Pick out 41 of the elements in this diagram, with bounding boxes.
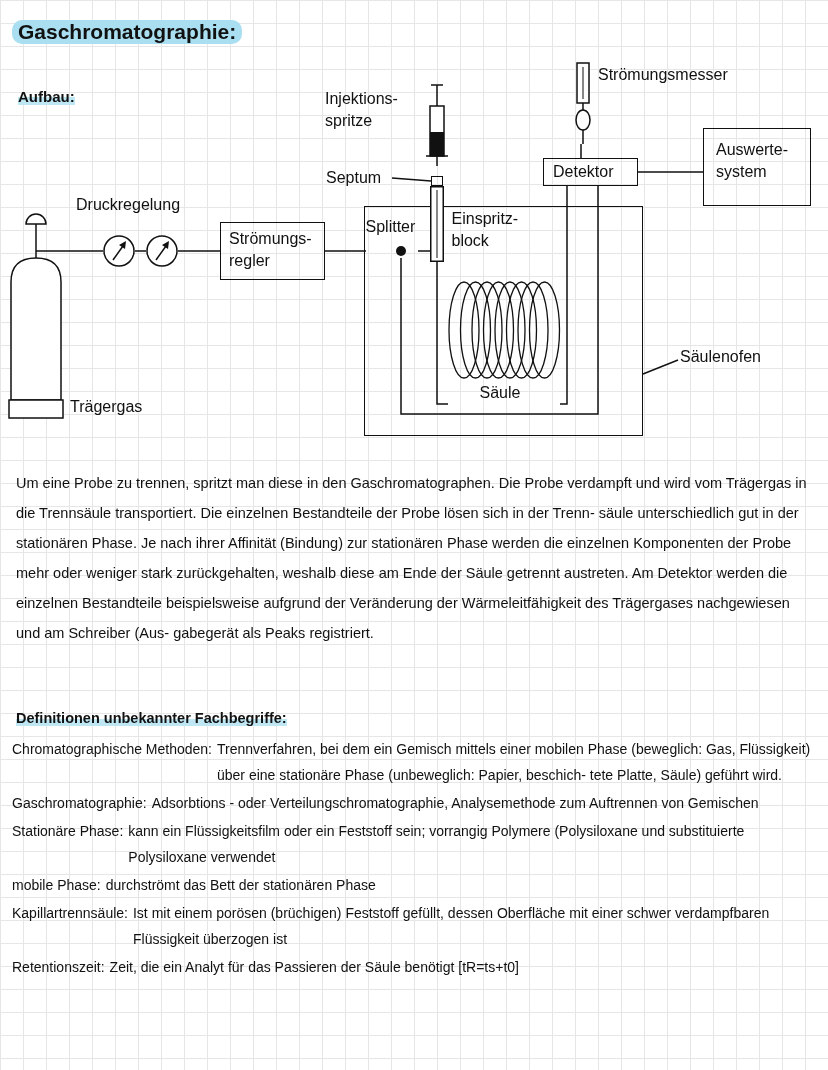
term: mobile Phase: [12, 876, 101, 895]
gas-line [436, 261, 449, 405]
paragraph: Um eine Probe zu trennen, spritzt man diese in den Gaschromatographen. Die Probe verdampft und wird vom Trägergas in die Trennsäule transportiert. Die einzelnen Bestandteile der Probe lösen sich in der Trenn- säule unterschiedlich gut in der stationären Phase. Je nach ihrer Affinität (Bindung) zur stationären Phase werden die einzelnen Komponenten der Probe mehr oder weniger stark zurückgehalten, weshalb diese am Ende der Säule getrennt austreten. Am Detektor werden die einzelnen Bestandteile beispielsweise aufgrund der Veränderung der Wärmeleitfähigkeit des Trägergases nachgewiesen und am Schreiber (Aus- gabegerät als Peaks registriert. [16, 474, 808, 643]
term: Retentionszeit: [12, 958, 105, 977]
section-heading: Definitionen unbekannter Fachbegriffe: [16, 710, 287, 726]
evaluation-system-box: Auswerte- system [703, 128, 811, 206]
term: Gaschromatographie: [12, 794, 147, 813]
gas-line [637, 171, 704, 173]
component-label: Säule [479, 382, 522, 403]
definition: Adsorbtions - oder Verteilungschromatographie, Analysemethode zum Auftrennen von Gemischen [151, 794, 760, 813]
section-heading: Aufbau: [18, 88, 75, 105]
component-label: Druckregelung [76, 196, 181, 214]
component-label: Injektions- spritze [325, 89, 399, 131]
leader-line [642, 359, 679, 375]
term: Stationäre Phase: [12, 822, 124, 841]
gas-line [559, 185, 568, 405]
component-label: Trägergas [70, 397, 144, 417]
gas-line [400, 185, 599, 415]
definition: durchströmt das Bett der stationären Phase [105, 876, 377, 895]
gas-line [177, 250, 221, 252]
definition: Zeit, die ein Analyt für das Passieren der Säule benötigt [tR=ts+t0] [109, 958, 520, 977]
definition: Ist mit einem porösen (brüchigen) Feststoff gefüllt, dessen Oberfläche mit einer schwer verdampfbaren Flüssigkeit überzogen ist [132, 904, 771, 949]
term: Kapillartrennsäule: [12, 904, 128, 923]
component-label: Septum [326, 168, 383, 188]
septum-block [431, 176, 443, 186]
detector-box: Detektor [543, 158, 638, 186]
definition: Trennverfahren, bei dem ein Gemisch mittels einer mobilen Phase (beweglich: Gas, Flüssigkeit) über eine stationäre Phase (unbeweglich: Papier, beschich- tete Platte, Säule) geführt wird. [217, 740, 812, 785]
gas-line [580, 143, 582, 159]
component-label: Strömungsmesser [598, 65, 729, 85]
title-heading: Gaschromatographie: [12, 20, 243, 44]
gas-line [417, 250, 431, 252]
definition: kann ein Flüssigkeitsfilm oder ein Feststoff sein; vorrangig Polymere (Polysiloxane und substituierte Polysiloxane verwendet [128, 822, 746, 867]
gas-line [35, 250, 104, 252]
component-label: Einspritz- block [451, 208, 520, 251]
component-label: Säulenofen [680, 347, 762, 367]
gas-line [134, 250, 147, 252]
term: Chromatographische Methoden: [12, 740, 212, 759]
gas-line [324, 250, 367, 252]
leader-line [391, 177, 432, 182]
component-label: Splitter [365, 216, 417, 237]
flow-regulator-box: Strömungs- regler [220, 222, 325, 280]
